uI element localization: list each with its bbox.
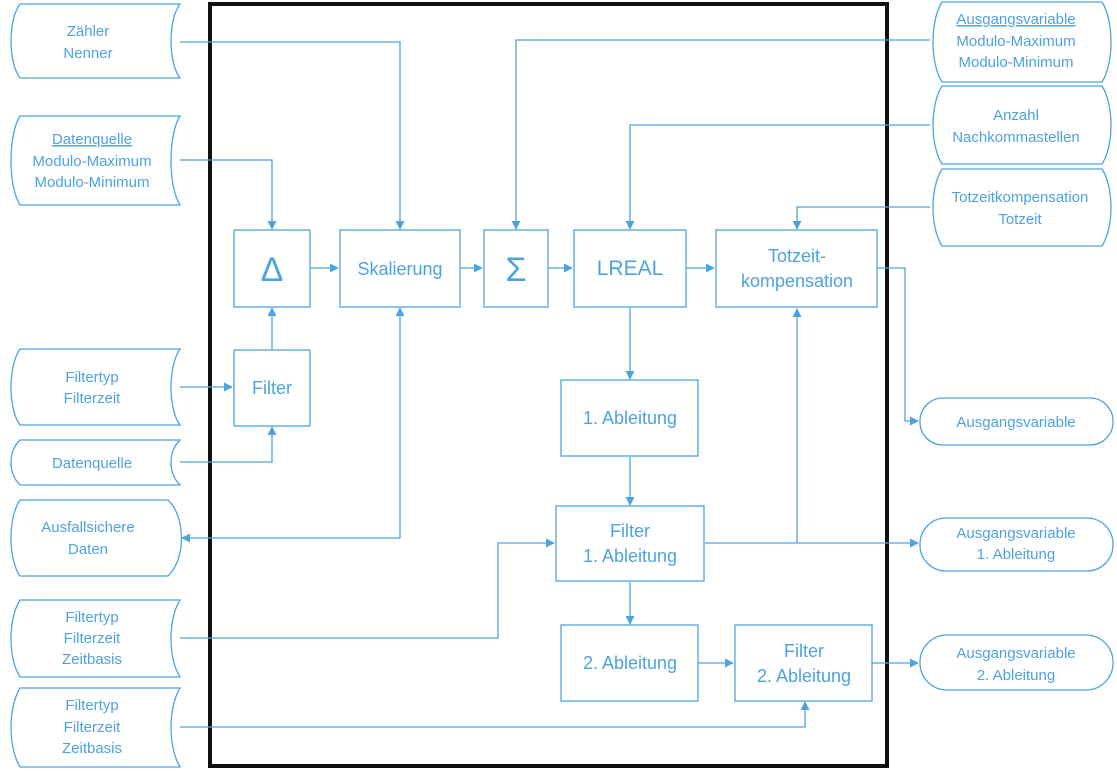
- input-nachkommastellen-label: Nachkommastellen: [952, 129, 1080, 146]
- filter-ableitung1-line1: Filter: [610, 521, 650, 541]
- input-zaehler-nenner: Zähler Nenner: [10, 3, 182, 79]
- block-lreal: LREAL: [573, 229, 687, 308]
- input-zeitbasis-1-label: Zeitbasis: [62, 651, 122, 668]
- store-ausfallsichere-label: Ausfallsichere: [41, 519, 134, 536]
- block-filter: Filter: [233, 349, 311, 427]
- output-ausgangsvariable-2-label: Ausgangsvariable: [956, 645, 1075, 662]
- input-datenquelle-modulo: Datenquelle Modulo-Maximum Modulo-Minimu…: [10, 115, 182, 206]
- store-daten-label: Daten: [68, 541, 108, 558]
- block-skalierung: Skalierung: [339, 229, 461, 308]
- input-totzeitkompensation-label: Totzeitkompensation: [952, 189, 1089, 206]
- input-totzeit-label: Totzeit: [998, 211, 1042, 228]
- skalierung-label: Skalierung: [357, 259, 442, 279]
- block-delta: Δ: [233, 229, 311, 308]
- totzeit-label-line2: kompensation: [741, 271, 853, 291]
- input-datenquelle: Datenquelle: [10, 439, 182, 486]
- input-filtertyp-label: Filtertyp: [65, 369, 118, 386]
- filter-ableitung2-line1: Filter: [784, 641, 824, 661]
- output-ausgangsvariable: Ausgangsvariable: [919, 397, 1114, 446]
- input-modulo-minimum-label: Modulo-Minimum: [34, 174, 149, 191]
- input-filtertyp-1-label: Filtertyp: [65, 609, 118, 626]
- block-filter-ableitung1: Filter 1. Ableitung: [555, 505, 705, 582]
- input-modulo-maximum-2-label: Modulo-Maximum: [956, 33, 1075, 50]
- lreal-label: LREAL: [597, 257, 664, 280]
- block-totzeitkompensation: Totzeit- kompensation: [715, 229, 878, 308]
- input-filterzeit-1-label: Filterzeit: [64, 630, 122, 647]
- input-filterzeit-2-label: Filterzeit: [64, 719, 122, 736]
- output-ausgangsvariable-ableitung1: Ausgangsvariable 1. Ableitung: [919, 517, 1114, 572]
- totzeit-label-line1: Totzeit-: [768, 246, 826, 266]
- input-filtertyp-filterzeit: Filtertyp Filterzeit: [10, 348, 182, 426]
- ableitung2-label: 2. Ableitung: [583, 653, 677, 673]
- connections: [180, 39, 930, 728]
- input-datenquelle-label: Datenquelle: [52, 131, 132, 148]
- output-ableitung-2-label: 2. Ableitung: [977, 667, 1055, 684]
- filter-label: Filter: [252, 378, 292, 398]
- input-filterzeit-label: Filterzeit: [64, 390, 122, 407]
- input-zeitbasis-2-label: Zeitbasis: [62, 740, 122, 757]
- input-filtertyp-2-label: Filtertyp: [65, 697, 118, 714]
- output-ausgangsvariable-ableitung2: Ausgangsvariable 2. Ableitung: [919, 634, 1114, 691]
- block-sigma: Σ: [483, 229, 549, 308]
- block-filter-ableitung2: Filter 2. Ableitung: [734, 624, 873, 702]
- input-ausgangsvariable-modulo: Ausgangsvariable Modulo-Maximum Modulo-M…: [932, 1, 1112, 83]
- input-filter-ableitung1-params: Filtertyp Filterzeit Zeitbasis: [10, 599, 182, 678]
- input-filter-ableitung2-params: Filtertyp Filterzeit Zeitbasis: [10, 687, 182, 768]
- input-modulo-minimum-2-label: Modulo-Minimum: [958, 54, 1073, 71]
- input-datenquelle-plain-label: Datenquelle: [52, 455, 132, 472]
- block-ableitung2: 2. Ableitung: [560, 624, 699, 702]
- sigma-symbol: Σ: [505, 251, 526, 289]
- input-ausgangsvariable-label: Ausgangsvariable: [956, 11, 1075, 28]
- input-totzeit: Totzeitkompensation Totzeit: [932, 168, 1112, 247]
- filter-ableitung1-line2: 1. Ableitung: [583, 546, 677, 566]
- input-nachkommastellen: Anzahl Nachkommastellen: [932, 85, 1112, 165]
- store-ausfallsichere-daten: Ausfallsichere Daten: [10, 499, 183, 577]
- input-zaehler-label: Zähler: [67, 23, 110, 40]
- block-ableitung1: 1. Ableitung: [560, 379, 699, 457]
- input-anzahl-label: Anzahl: [993, 107, 1039, 124]
- delta-symbol: Δ: [261, 251, 284, 289]
- output-ableitung-1-label: 1. Ableitung: [977, 546, 1055, 563]
- filter-ableitung2-line2: 2. Ableitung: [757, 666, 851, 686]
- input-nenner-label: Nenner: [63, 45, 112, 62]
- input-modulo-maximum-label: Modulo-Maximum: [32, 153, 151, 170]
- output-ausgangsvariable-label: Ausgangsvariable: [956, 414, 1075, 431]
- output-ausgangsvariable-1-label: Ausgangsvariable: [956, 525, 1075, 542]
- ableitung1-label: 1. Ableitung: [583, 408, 677, 428]
